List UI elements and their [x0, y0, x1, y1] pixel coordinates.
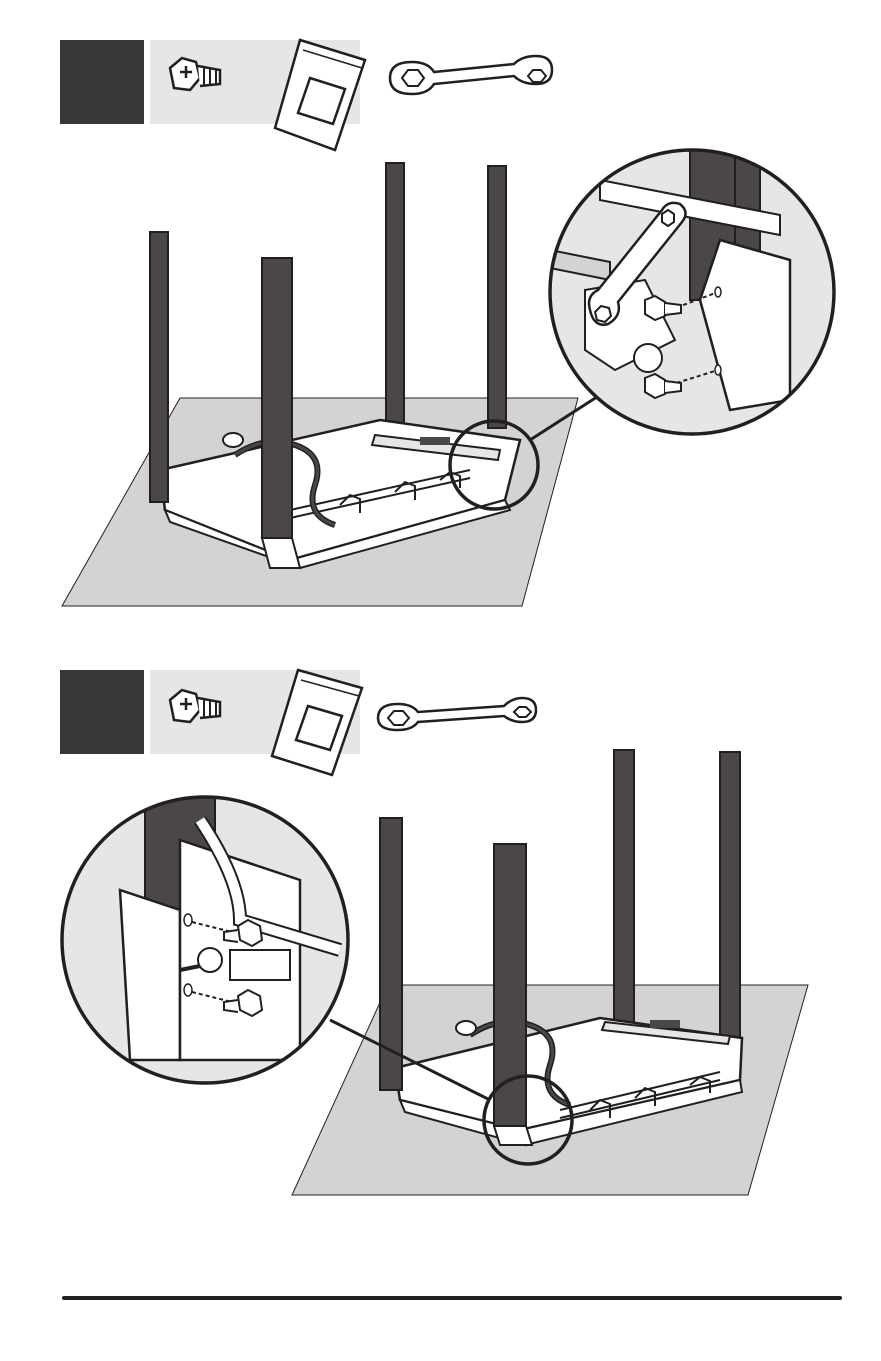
wrench-icon	[378, 698, 536, 730]
leg-back-left	[386, 163, 404, 425]
assembly-step-2	[0, 640, 881, 1240]
page-bottom-rule	[62, 1296, 842, 1300]
leg-front-right	[494, 844, 526, 1126]
leg-front-right	[262, 258, 292, 538]
leg-front-left	[150, 232, 168, 502]
step-2-illustration	[0, 640, 881, 1240]
leg-back-left	[614, 750, 634, 1050]
bolt-icon	[170, 690, 220, 722]
step-1-illustration	[0, 0, 881, 640]
zoom-detail-callout	[550, 140, 834, 434]
hardware-bag-icon	[272, 670, 362, 775]
leg-back-right	[488, 166, 506, 428]
wrench-icon	[390, 56, 552, 94]
leg-back-right	[720, 752, 740, 1058]
hardware-bag-icon	[275, 40, 365, 150]
bolt-icon	[170, 58, 220, 90]
assembly-step-1	[0, 0, 881, 640]
zoom-detail-callout	[62, 790, 348, 1083]
